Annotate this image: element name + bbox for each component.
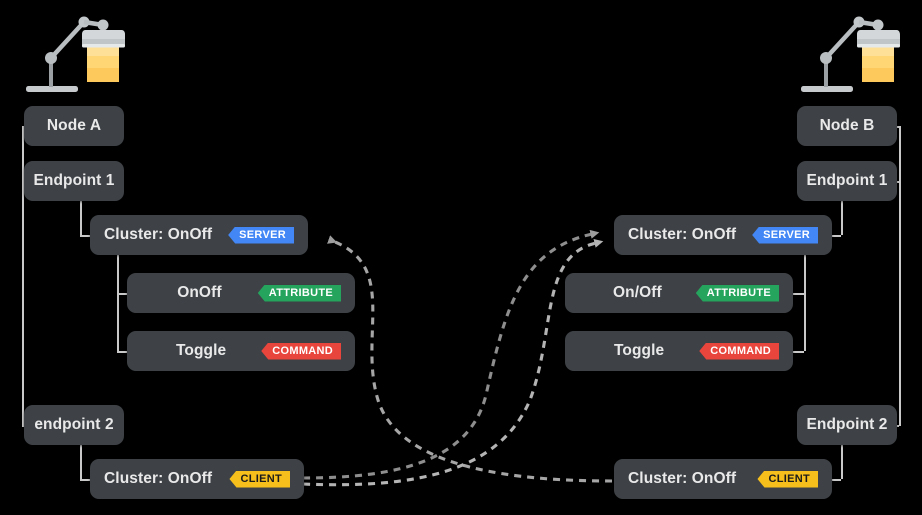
left-cluster-trunk xyxy=(117,250,119,351)
right-endpoint-2-label: Endpoint 2 xyxy=(806,416,888,433)
left-endpoint-2-box[interactable]: endpoint 2 xyxy=(24,405,124,445)
right-attribute-label: On/Off xyxy=(612,284,662,301)
right-cluster-trunk xyxy=(804,250,806,351)
server-badge: SERVER xyxy=(228,226,294,244)
right-ep1-drop xyxy=(841,195,843,235)
left-endpoint-2-label: endpoint 2 xyxy=(34,416,114,433)
left-cluster-to-attr xyxy=(117,293,131,295)
client-badge: CLIENT xyxy=(757,470,818,488)
node-a-box[interactable]: Node A xyxy=(24,106,124,146)
left-attribute-row[interactable]: OnOff ATTRIBUTE xyxy=(127,273,355,313)
right-endpoint-2-box[interactable]: Endpoint 2 xyxy=(797,405,897,445)
server-badge: SERVER xyxy=(752,226,818,244)
right-ep2-drop xyxy=(841,440,843,479)
right-cluster-to-attr xyxy=(790,293,804,295)
left-endpoint1-cluster-label: Cluster: OnOff xyxy=(104,226,213,243)
command-badge: COMMAND xyxy=(699,342,780,360)
left-endpoint2-cluster-box[interactable]: Cluster: OnOff CLIENT xyxy=(90,459,304,499)
left-endpoint-1-box[interactable]: Endpoint 1 xyxy=(24,161,124,201)
left-trunk-line xyxy=(22,126,24,426)
right-cluster-to-cmd xyxy=(790,351,804,353)
right-endpoint2-cluster-box[interactable]: Cluster: OnOff CLIENT xyxy=(614,459,832,499)
left-endpoint2-cluster-label: Cluster: OnOff xyxy=(104,470,213,487)
node-b-label: Node B xyxy=(819,117,875,134)
left-ep2-drop xyxy=(80,440,82,479)
left-endpoint1-cluster-box[interactable]: Cluster: OnOff SERVER xyxy=(90,215,308,255)
left-command-row[interactable]: Toggle COMMAND xyxy=(127,331,355,371)
right-endpoint2-cluster-label: Cluster: OnOff xyxy=(628,470,737,487)
left-cluster-to-cmd xyxy=(117,351,131,353)
right-trunk-line xyxy=(899,126,901,426)
right-endpoint1-cluster-label: Cluster: OnOff xyxy=(628,226,737,243)
left-ep1-to-cluster xyxy=(80,235,94,237)
left-ep2-to-cluster xyxy=(80,479,94,481)
desk-lamp-icon-right xyxy=(795,8,905,103)
node-b-box[interactable]: Node B xyxy=(797,106,897,146)
command-badge: COMMAND xyxy=(261,342,342,360)
right-ep1-to-cluster xyxy=(827,235,841,237)
left-attribute-label: OnOff xyxy=(177,284,222,301)
right-endpoint-1-box[interactable]: Endpoint 1 xyxy=(797,161,897,201)
attribute-badge: ATTRIBUTE xyxy=(695,284,779,302)
right-command-label: Toggle xyxy=(614,342,665,359)
right-endpoint-1-label: Endpoint 1 xyxy=(806,172,888,189)
left-ep1-drop xyxy=(80,195,82,235)
right-ep2-to-cluster xyxy=(827,479,841,481)
right-attribute-row[interactable]: On/Off ATTRIBUTE xyxy=(565,273,793,313)
right-command-row[interactable]: Toggle COMMAND xyxy=(565,331,793,371)
left-command-label: Toggle xyxy=(176,342,227,359)
left-endpoint-1-label: Endpoint 1 xyxy=(33,172,115,189)
right-endpoint1-cluster-box[interactable]: Cluster: OnOff SERVER xyxy=(614,215,832,255)
client-badge: CLIENT xyxy=(229,470,290,488)
attribute-badge: ATTRIBUTE xyxy=(257,284,341,302)
desk-lamp-icon-left xyxy=(20,8,130,103)
node-a-label: Node A xyxy=(46,117,102,134)
